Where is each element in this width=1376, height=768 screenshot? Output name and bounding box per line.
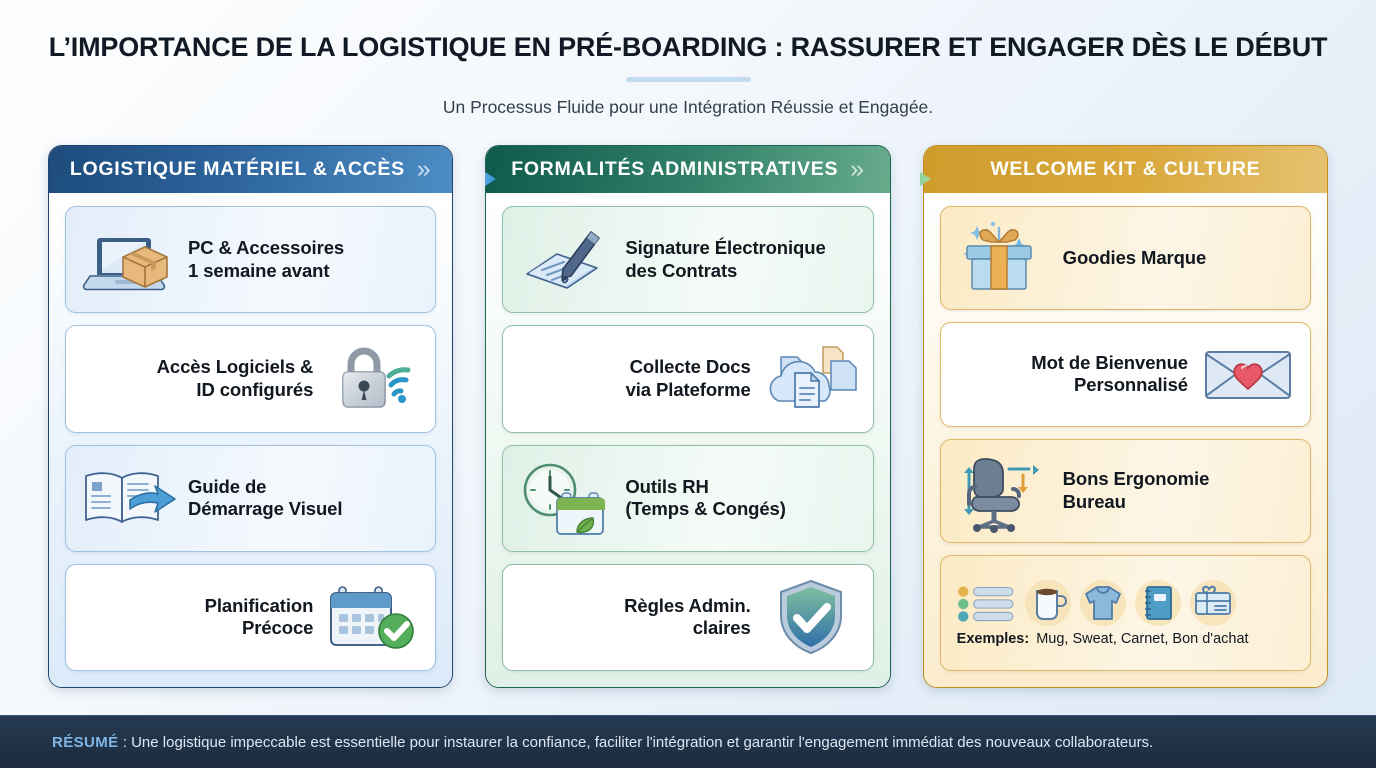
column-header-1: LOGISTIQUE MATÉRIEL & ACCÈS »	[49, 146, 453, 193]
card-regles-admin[interactable]: Règles Admin. claires	[502, 563, 874, 671]
pen-signature-icon	[515, 218, 615, 302]
calendar-check-icon	[323, 575, 423, 659]
card-pc-accessoires[interactable]: PC & Accessoires 1 semaine avant	[65, 206, 437, 314]
clock-calendar-leaf-icon	[515, 456, 615, 540]
notebook-icon	[1134, 580, 1181, 627]
card-bons-ergonomie[interactable]: Bons Ergonomie Bureau	[939, 438, 1311, 543]
list-icon	[957, 586, 1014, 622]
cloud-documents-icon	[761, 337, 861, 421]
card-collecte-docs[interactable]: Collecte Docs via Plateforme	[502, 325, 874, 433]
columns-container: LOGISTIQUE MATÉRIEL & ACCÈS »	[48, 145, 1328, 688]
card-label: Accès Logiciels & ID configurés	[156, 356, 314, 400]
open-book-arrow-icon	[78, 456, 178, 540]
card-label: Planification Précoce	[204, 594, 314, 639]
card-outils-rh[interactable]: Outils RH (Temps & Congés)	[502, 444, 874, 552]
chevron-right-icon: »	[850, 155, 865, 183]
examples-label: Exemples:	[956, 631, 1030, 648]
card-label: Signature Électronique des Contrats	[625, 237, 826, 281]
column-title-1: LOGISTIQUE MATÉRIEL & ACCÈS	[69, 158, 405, 180]
card-planification-precoce[interactable]: Planification Précoce	[65, 563, 437, 671]
gift-card-icon	[1189, 580, 1236, 627]
shield-check-icon	[761, 575, 861, 659]
card-label: Collecte Docs via Plateforme	[625, 356, 751, 400]
chevron-right-icon: »	[416, 155, 432, 183]
column-body-2: Signature Électronique des Contrats	[486, 193, 890, 687]
footer-separator: :	[118, 733, 132, 751]
laptop-box-icon	[78, 218, 178, 302]
column-header-3: WELCOME KIT & CULTURE	[923, 146, 1327, 193]
sweatshirt-icon	[1079, 580, 1126, 627]
column-logistique-materiel: LOGISTIQUE MATÉRIEL & ACCÈS »	[48, 145, 454, 688]
column-title-2: FORMALITÉS ADMINISTRATIVES	[511, 158, 839, 180]
card-label: Outils RH (Temps & Congés)	[625, 475, 786, 520]
footer-bar: RÉSUMÉ : Une logistique impeccable est e…	[0, 715, 1376, 768]
card-label: Guide de Démarrage Visuel	[188, 475, 343, 520]
footer-tag: RÉSUMÉ	[52, 733, 119, 751]
examples-text: Exemples: Mug, Sweat, Carnet, Bon d'acha…	[955, 631, 1296, 647]
card-label: Règles Admin. claires	[624, 594, 751, 639]
column-title-3: WELCOME KIT & CULTURE	[990, 158, 1261, 180]
column-body-3: Goodies Marque Mot de Bienvenue Personna…	[923, 193, 1327, 687]
card-label: Bons Ergonomie Bureau	[1062, 468, 1210, 512]
footer-summary: RÉSUMÉ : Une logistique impeccable est e…	[52, 734, 1153, 751]
lock-wifi-icon	[323, 337, 423, 421]
page-subtitle: Un Processus Fluide pour une Intégration…	[442, 97, 934, 117]
card-label: Goodies Marque	[1062, 246, 1207, 268]
card-signature-electronique[interactable]: Signature Électronique des Contrats	[502, 206, 874, 314]
column-header-2: FORMALITÉS ADMINISTRATIVES »	[486, 146, 890, 193]
examples-values: Mug, Sweat, Carnet, Bon d'achat	[1036, 631, 1249, 648]
gift-box-icon	[953, 216, 1053, 300]
footer-body: Une logistique impeccable est essentiell…	[131, 733, 1154, 751]
title-divider	[625, 77, 751, 82]
card-mot-bienvenue[interactable]: Mot de Bienvenue Personnalisé	[939, 322, 1311, 427]
office-chair-icon	[953, 449, 1053, 533]
column-body-1: PC & Accessoires 1 semaine avant	[49, 193, 453, 687]
envelope-heart-icon	[1198, 332, 1298, 416]
examples-icon-row	[955, 578, 1296, 628]
card-label: Mot de Bienvenue Personnalisé	[1031, 351, 1188, 396]
mug-icon	[1024, 580, 1071, 627]
card-label: PC & Accessoires 1 semaine avant	[188, 237, 345, 281]
card-guide-demarrage[interactable]: Guide de Démarrage Visuel	[65, 444, 437, 552]
page-title: L’IMPORTANCE DE LA LOGISTIQUE EN PRÉ-BOA…	[48, 32, 1328, 62]
column-welcome-kit-culture: WELCOME KIT & CULTURE	[922, 145, 1328, 688]
card-acces-logiciels[interactable]: Accès Logiciels & ID configurés	[65, 325, 437, 433]
card-examples[interactable]: Exemples: Mug, Sweat, Carnet, Bon d'acha…	[939, 554, 1311, 671]
card-goodies-marque[interactable]: Goodies Marque	[939, 206, 1311, 311]
column-formalites-administratives: FORMALITÉS ADMINISTRATIVES »	[485, 145, 891, 688]
